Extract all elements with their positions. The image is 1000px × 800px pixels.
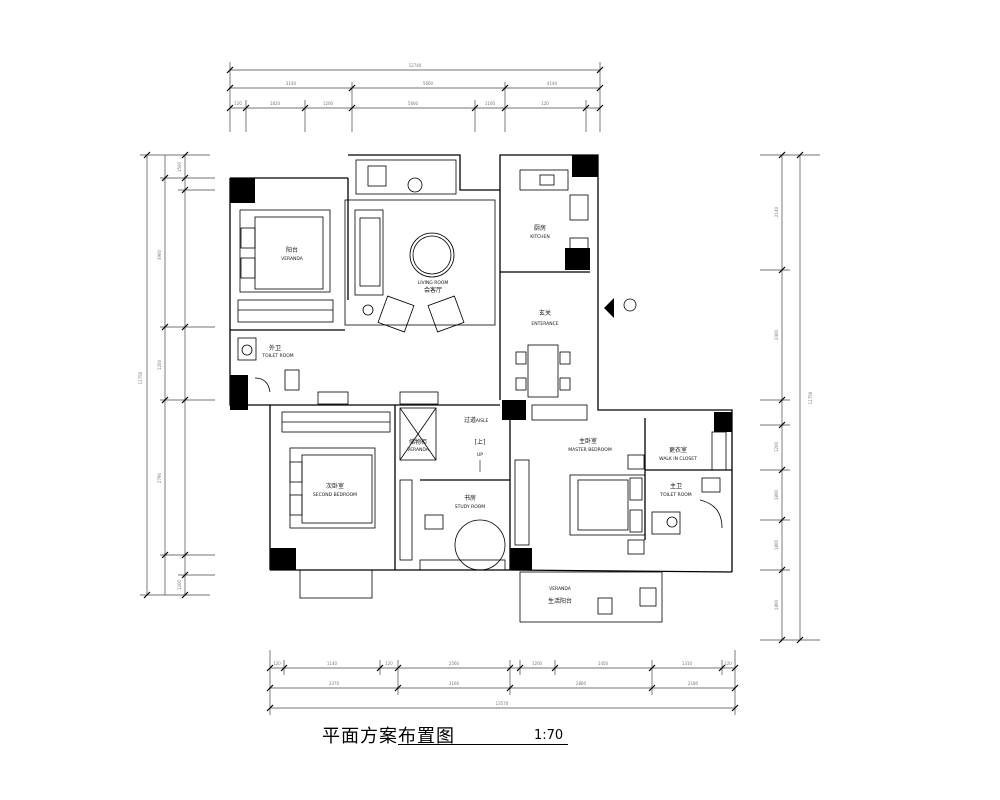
dim-top-r2-5: 1160: [485, 101, 496, 106]
dim-bottom-r1-1: 120: [273, 661, 281, 666]
dim-left-4: 1500: [177, 161, 182, 172]
dim-bottom-r1-8: 120: [724, 661, 732, 666]
top-dimension-ticks: [226, 66, 604, 112]
dim-bottom-total: 13570: [496, 701, 509, 706]
closet-label-en: WALK IN CLOSET: [659, 456, 697, 462]
study-label-en: STUDY ROOM: [455, 504, 486, 510]
dim-right-3: 1200: [774, 441, 779, 452]
second-bedroom-label-cn: 次卧室: [326, 482, 344, 490]
stair-up-label: UP: [477, 452, 483, 458]
right-dimensions: [760, 154, 820, 641]
kitchen-label-cn: 厨房: [534, 224, 546, 232]
guest-toilet-fixtures: [237, 337, 300, 393]
dim-top-2: 5600: [423, 81, 434, 86]
corridor-cabinets: [317, 391, 439, 561]
dim-top-1: 3140: [286, 81, 297, 86]
stair-mark: [上]: [475, 438, 486, 446]
dim-bottom-r1-3: 120: [385, 661, 393, 666]
left-dimension-ticks: [143, 151, 189, 599]
dim-left-5: 1200: [177, 579, 182, 590]
veranda-mid-label-cn: 储物柜: [409, 438, 427, 446]
veranda-south-label-cn: 生活阳台: [548, 597, 572, 605]
toilet-master-label-en: TOILET ROOM: [659, 492, 691, 498]
master-bedroom-label-cn: 主卧室: [579, 437, 597, 445]
entrance-label-cn: 玄关: [539, 309, 551, 317]
kitchen-label-en: KITCHEN: [530, 234, 550, 240]
right-dimension-ticks: [778, 151, 804, 644]
dim-left-total: 11750: [138, 371, 143, 384]
toilet-guest-label-cn: 外卫: [269, 344, 281, 352]
dim-top-r2-2: 1820: [270, 101, 281, 106]
veranda-mid-label-en: VERANDA: [407, 447, 430, 453]
veranda-nw-furniture: [237, 209, 334, 323]
dim-bottom-r1-6: 1450: [598, 661, 609, 666]
left-dimensions: [140, 154, 215, 596]
dim-right-5: 1800: [774, 539, 779, 550]
entrance-label-en: ENTERANCE: [531, 321, 558, 327]
toilet-master-label-cn: 主卫: [670, 482, 682, 490]
master-bedroom-furniture: [514, 454, 646, 555]
living-label-cn: 会客厅: [424, 286, 442, 294]
living-room-furniture: [344, 199, 496, 333]
veranda-nw-label-cn: 阳台: [286, 246, 298, 254]
dim-top-r2-6: 120: [541, 101, 549, 106]
balcony-top: [355, 159, 457, 195]
dim-left-2: 1200: [157, 359, 162, 370]
veranda-south-label-en: VERANDA: [549, 586, 572, 592]
study-label-cn: 书房: [464, 494, 476, 502]
dim-bottom-r2-4: 2180: [688, 681, 699, 686]
dim-bottom-r1-5: 1200: [532, 661, 543, 666]
dim-bottom-r1-2: 1140: [327, 661, 338, 666]
dim-right-1: 2140: [774, 206, 779, 217]
bottom-dimensions: [269, 650, 736, 715]
dim-right-4: 1800: [774, 489, 779, 500]
plan-title: 平面方案布置图: [322, 726, 455, 747]
dim-top-r2-4: 5600: [408, 101, 419, 106]
kitchen-furniture: [519, 169, 589, 269]
dim-right-6: 1800: [774, 599, 779, 610]
dining-furniture: [515, 344, 588, 421]
dim-left-1: 3900: [157, 249, 162, 260]
study-furniture: [419, 514, 506, 571]
closet-label-cn: 更衣室: [669, 446, 687, 454]
toilet-guest-label-en: TOILET ROOM: [261, 353, 293, 359]
structural-columns: [230, 155, 732, 570]
title-underline: [398, 744, 568, 745]
entry-arrow-icon: [604, 298, 637, 318]
dim-right-total: 11750: [808, 391, 813, 404]
dim-bottom-r1-7: 1310: [682, 661, 693, 666]
dim-left-3: 2790: [157, 472, 162, 483]
dim-top-3: 4140: [547, 81, 558, 86]
dim-bottom-r2-2: 3160: [449, 681, 460, 686]
living-label-en: LIVING ROOM: [418, 280, 449, 286]
top-dimensions: [229, 62, 601, 132]
master-bedroom-label-en: MASTER BEDROOM: [568, 447, 612, 453]
corridor-label-cn: 过道: [464, 416, 476, 424]
second-bedroom-furniture: [281, 411, 391, 599]
dim-right-2: 2400: [774, 329, 779, 340]
dim-top-r2-1: 120: [234, 101, 242, 106]
dim-top-total: 12740: [409, 63, 422, 68]
closet-and-toilet-fixtures: [651, 431, 727, 535]
plan-scale: 1:70: [534, 728, 564, 743]
veranda-south: [519, 571, 663, 623]
bottom-dimension-ticks: [266, 664, 739, 712]
corridor-label-en: AISLE: [476, 418, 489, 424]
dim-bottom-r2-3: 2860: [576, 681, 587, 686]
dim-bottom-r1-4: 2560: [449, 661, 460, 666]
veranda-nw-label-en: VERANDA: [281, 256, 304, 262]
dim-bottom-r2-1: 3370: [329, 681, 340, 686]
dim-top-r2-3: 1200: [323, 101, 334, 106]
second-bedroom-label-en: SECOND BEDROOM: [313, 492, 357, 498]
